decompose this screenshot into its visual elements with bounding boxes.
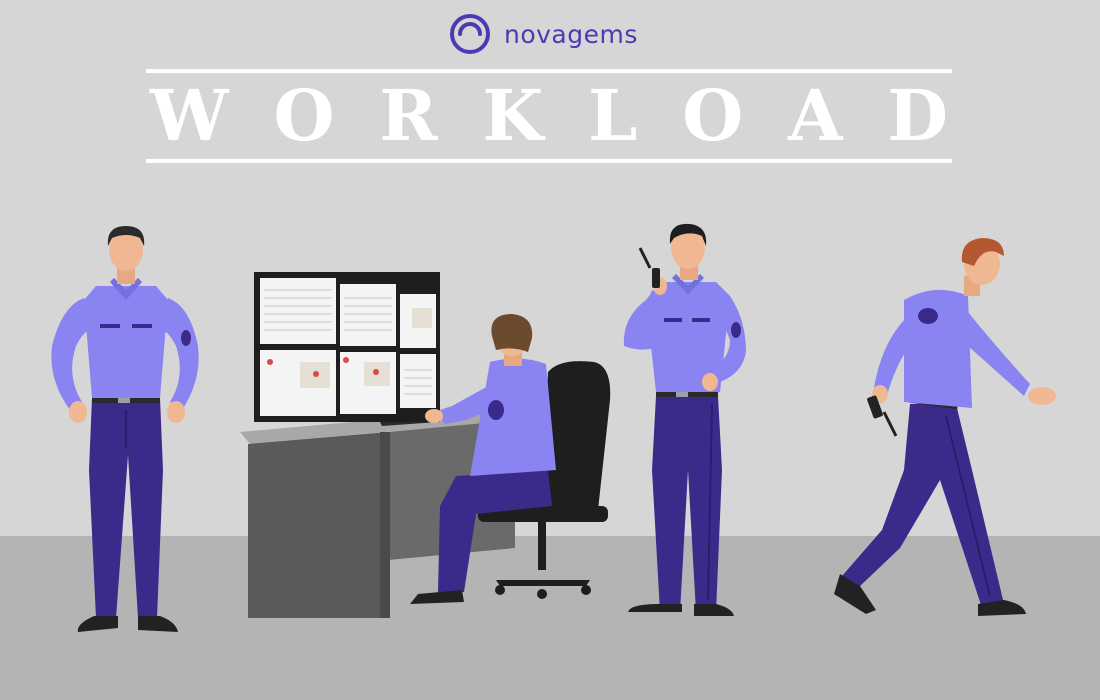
guard-radio-icon	[623, 223, 746, 616]
headline-letter: A	[788, 74, 843, 157]
novagems-logo-icon	[450, 14, 490, 54]
headline-letter: D	[887, 74, 948, 157]
monitor-screen	[400, 354, 436, 408]
headline-top-rule	[146, 69, 952, 73]
monitor-wall	[254, 272, 440, 422]
brand-name: novagems	[504, 19, 638, 49]
headline-letter: L	[588, 74, 638, 157]
brand-logo: novagems	[446, 12, 638, 56]
headline-letter: W	[150, 74, 229, 157]
headline-letter: O	[273, 74, 335, 157]
headline-bottom-rule	[146, 159, 952, 163]
headline-letter: K	[482, 74, 544, 157]
floor	[0, 536, 1100, 700]
guard-standing-icon	[51, 226, 199, 632]
headline-letter: O	[682, 74, 744, 157]
guard-monitoring-icon	[410, 314, 611, 604]
monitor-screen	[340, 284, 396, 346]
monitor-screen	[260, 278, 336, 344]
guard-running-icon	[834, 238, 1056, 616]
headline-letter: R	[379, 74, 438, 157]
